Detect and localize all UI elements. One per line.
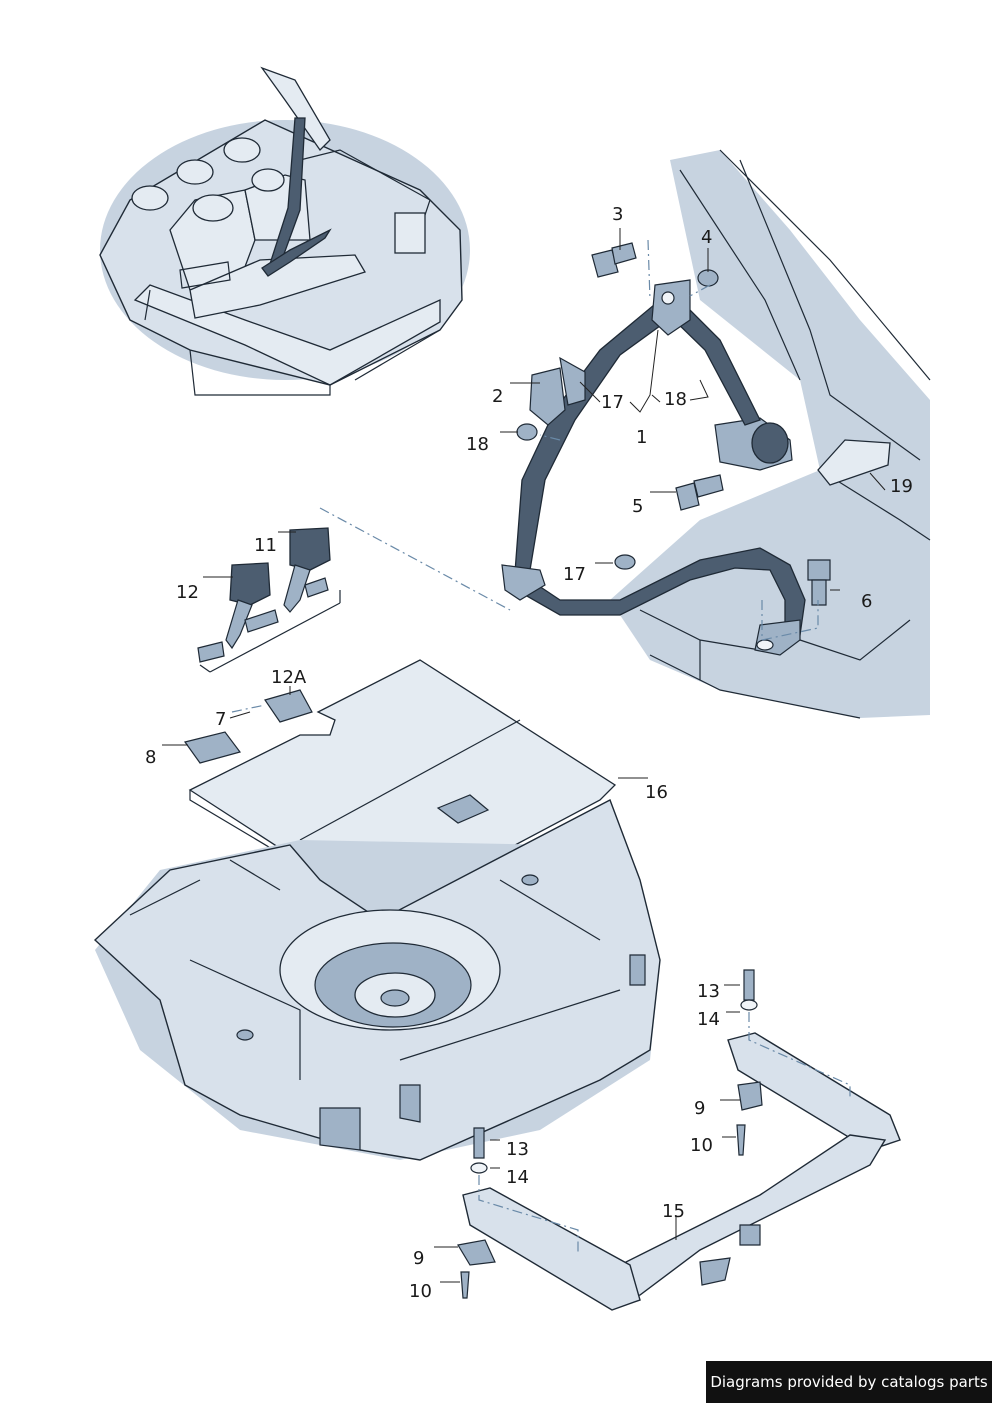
- callout-10-left: 10: [409, 1281, 432, 1302]
- callout-5: 5: [632, 496, 644, 517]
- vehicle-interior-overview: [99, 66, 470, 396]
- callout-13-right: 13: [697, 981, 720, 1002]
- callout-15: 15: [662, 1201, 685, 1222]
- callout-16: 16: [645, 782, 668, 803]
- callout-9-left: 9: [413, 1248, 425, 1269]
- callout-17-upper: 17: [601, 392, 624, 413]
- callout-6: 6: [861, 591, 873, 612]
- callout-3: 3: [612, 204, 624, 225]
- callout-19: 19: [890, 476, 913, 497]
- belt-assembly-view: [501, 149, 931, 719]
- callout-11: 11: [254, 535, 277, 556]
- trunk-floor: [93, 799, 661, 1161]
- callout-17-lower: 17: [563, 564, 586, 585]
- callout-1: 1: [636, 427, 648, 448]
- callout-18-upper: 18: [664, 389, 687, 410]
- callout-12A: 12A: [271, 667, 307, 688]
- callout-2: 2: [492, 386, 504, 407]
- cross-member-15: [457, 969, 901, 1311]
- callout-8: 8: [145, 747, 157, 768]
- credit-banner: Diagrams provided by catalogs parts: [706, 1361, 992, 1403]
- callout-9-right: 9: [694, 1098, 706, 1119]
- leader-lines: [162, 228, 886, 1283]
- callout-10-right: 10: [690, 1135, 713, 1156]
- seat-buckles: [197, 507, 511, 673]
- cover-caps: [183, 689, 313, 764]
- callout-12: 12: [176, 582, 199, 603]
- callout-4: 4: [701, 227, 713, 248]
- callout-7: 7: [215, 709, 227, 730]
- callout-18-lower: 18: [466, 434, 489, 455]
- callout-14-left: 14: [506, 1167, 529, 1188]
- callout-14-right: 14: [697, 1009, 720, 1030]
- callout-13-left: 13: [506, 1139, 529, 1160]
